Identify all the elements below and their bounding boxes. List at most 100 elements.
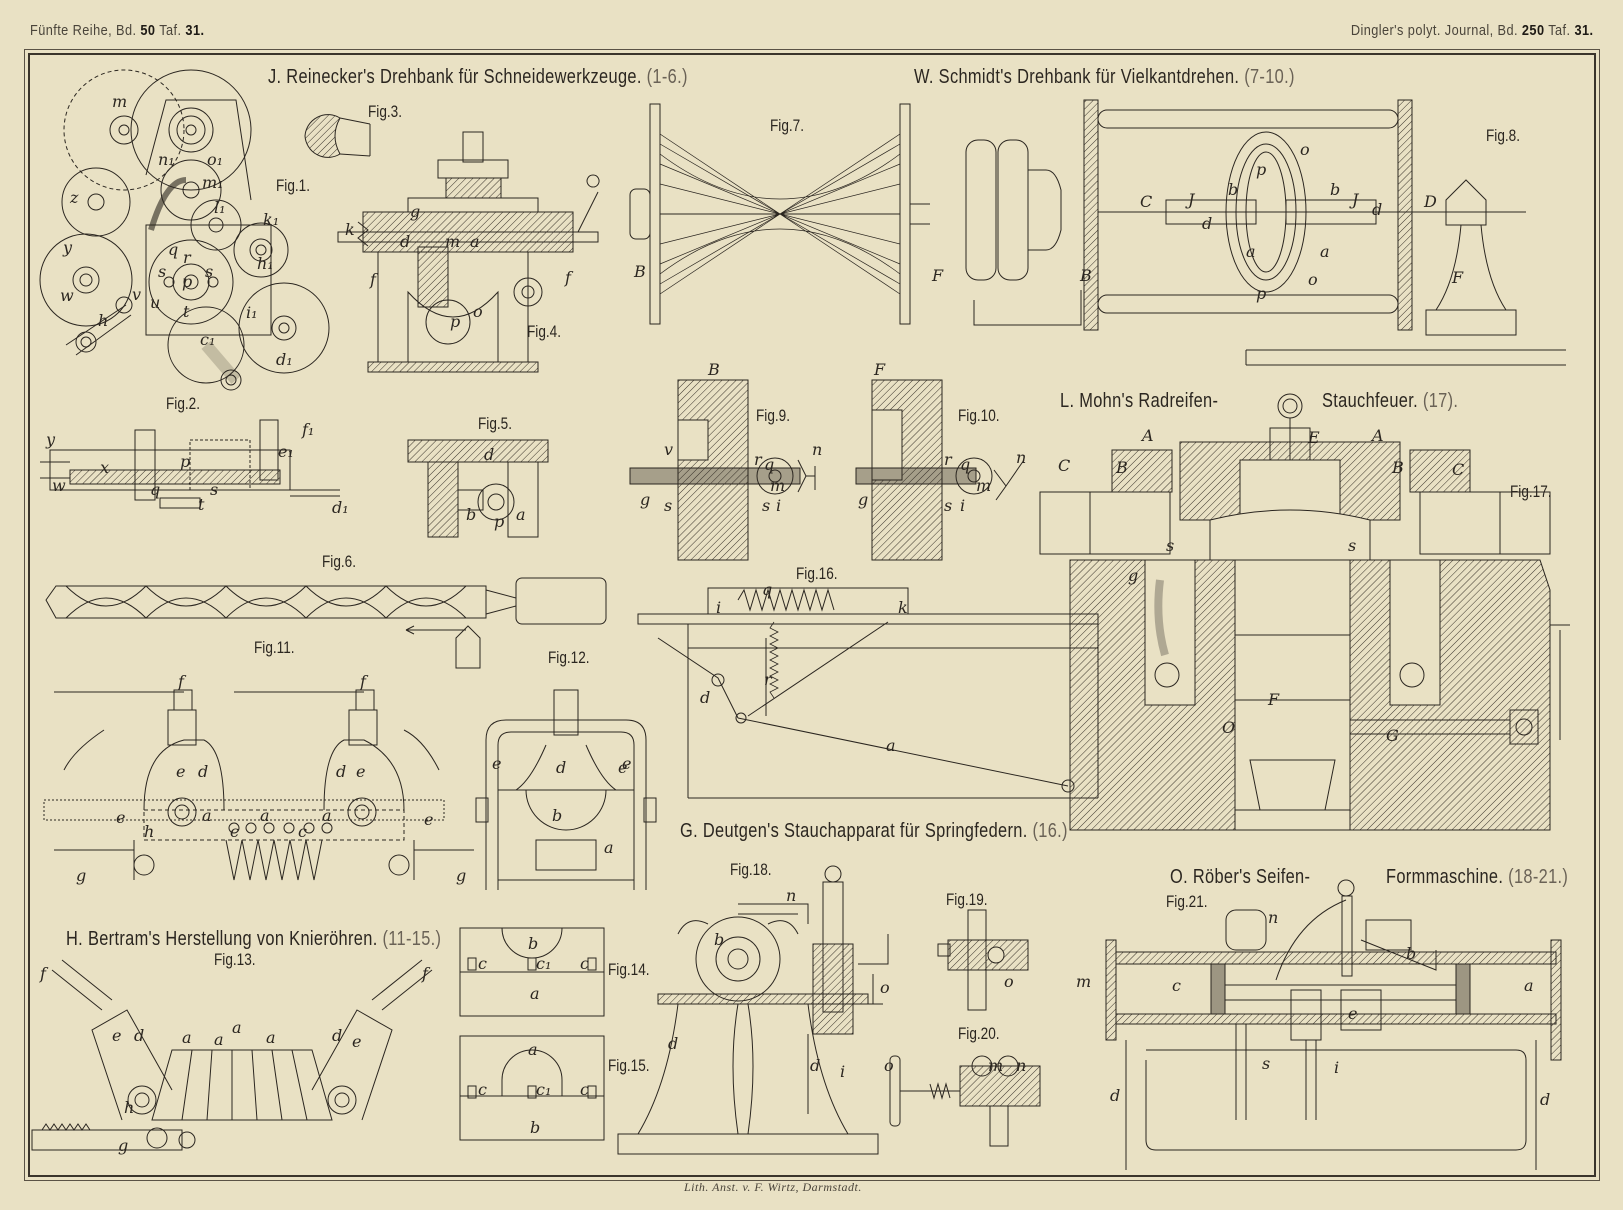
part-label: F [874,360,886,379]
part-label: F [1452,268,1464,287]
part-label: o [880,978,890,997]
part-label: k [898,598,908,617]
running-header-right: Dingler's polyt. Journal, Bd. 250 Taf. 3… [1350,22,1593,39]
fig4-lathe-section-drawing [328,132,608,382]
part-label: m [112,92,128,111]
header-journal: Dingler's polyt. Journal, Bd. [1350,22,1518,39]
part-label: o [473,302,483,321]
part-label: i [776,496,782,515]
fig15-die-block-drawing [460,1036,604,1140]
part-label: a [886,736,896,755]
part-label: b [466,505,477,524]
part-label: p [1256,160,1267,179]
section-title-deutgen: G. Deutgen's Stauchapparat für Springfed… [680,820,1068,843]
part-label: g [76,866,87,885]
part-label: O [1222,718,1236,737]
part-label: a [516,505,526,524]
figure-label-1: Fig.1. [276,176,311,195]
figure-label-20: Fig.20. [958,1024,1000,1043]
fig19-valve-section-drawing [938,910,1038,1010]
part-label: h [98,311,109,330]
part-label: d [1202,214,1213,233]
part-label: g [1128,566,1139,585]
fig12-bending-die-drawing [476,690,656,880]
part-label: t [183,302,190,321]
part-label: e [176,762,186,781]
part-label: E [1308,428,1320,447]
part-label: m [770,476,786,495]
fig8-lathe-plan-drawing [966,100,1586,380]
part-label: a [182,1028,192,1047]
part-label: a [266,1028,276,1047]
figure-label-15: Fig.15. [608,1056,650,1075]
part-label: p [450,312,461,331]
plate-border [28,53,1596,1177]
figure-label-7: Fig.7. [770,116,805,135]
fig6-twist-drill-drawing [46,578,612,678]
part-label: e [1348,1004,1358,1023]
part-label: d₁ [276,350,293,369]
part-label: y [46,430,56,449]
part-label: d [484,445,495,464]
part-label: m [988,1056,1004,1075]
part-label: e [116,808,126,827]
part-label: q [764,455,775,474]
part-label: s [205,262,214,281]
figure-label-14: Fig.14. [608,960,650,979]
part-label: s [944,496,953,515]
part-label: h [124,1098,135,1117]
section-figure-range: (17). [1422,390,1459,412]
header-plate-number: 31. [1573,22,1593,39]
fig1-gear-train-drawing [36,80,336,410]
part-label: c [230,822,239,841]
part-label: r [754,450,762,469]
part-label: p [180,452,191,471]
part-label: u [150,293,161,312]
part-label: r [183,248,191,267]
part-label: F [932,266,944,285]
part-label: f [565,268,571,287]
section-figure-range: (18-21.) [1508,866,1569,888]
figure-label-16: Fig.16. [796,564,838,583]
part-label: d [700,688,711,707]
figure-label-12: Fig.12. [548,648,590,667]
part-label: d [134,1026,145,1045]
part-label: a [322,806,332,825]
part-label: s [158,262,167,281]
part-label: n [1268,908,1279,927]
part-label: d [400,232,411,251]
header-plate-prefix: Taf. [159,22,182,39]
part-label: G [1386,726,1399,745]
part-label: i [716,598,722,617]
section-title-text: Formmaschine. [1386,866,1504,888]
section-title-text: H. Bertram's Herstellung von Knieröhren. [66,928,378,950]
section-title-text: Stauchfeuer. [1322,390,1419,412]
part-label: n [1016,448,1027,467]
figure-label-13: Fig.13. [214,950,256,969]
part-label: k₁ [263,210,280,229]
part-label: o [1308,270,1318,289]
part-label: J [1188,190,1195,209]
figure-label-6: Fig.6. [322,552,357,571]
part-label: c [580,954,589,973]
part-label: a [1320,242,1330,261]
part-label: e [618,758,628,777]
part-label: c₁ [200,330,216,349]
part-label: f [360,672,366,691]
part-label: m [1076,972,1092,991]
part-label: m [445,232,461,251]
section-title-reinecker: J. Reinecker's Drehbank für Schneidewerk… [268,66,688,89]
part-label: d [1110,1086,1121,1105]
part-label: s [210,480,219,499]
figure-label-8: Fig.8. [1486,126,1521,145]
part-label: f [370,270,376,289]
part-label: o [1300,140,1310,159]
part-label: e₁ [278,442,294,461]
fig7-polygonal-turning-drawing [630,104,930,324]
section-title-text: O. Röber's Seifen- [1170,866,1311,888]
fig18-soap-press-elevation-drawing [618,864,918,1164]
part-label: b [552,806,563,825]
part-label: m [976,476,992,495]
lithographer-imprint: Lith. Anst. v. F. Wirtz, Darmstadt. [684,1180,862,1194]
part-label: F [1268,690,1280,709]
